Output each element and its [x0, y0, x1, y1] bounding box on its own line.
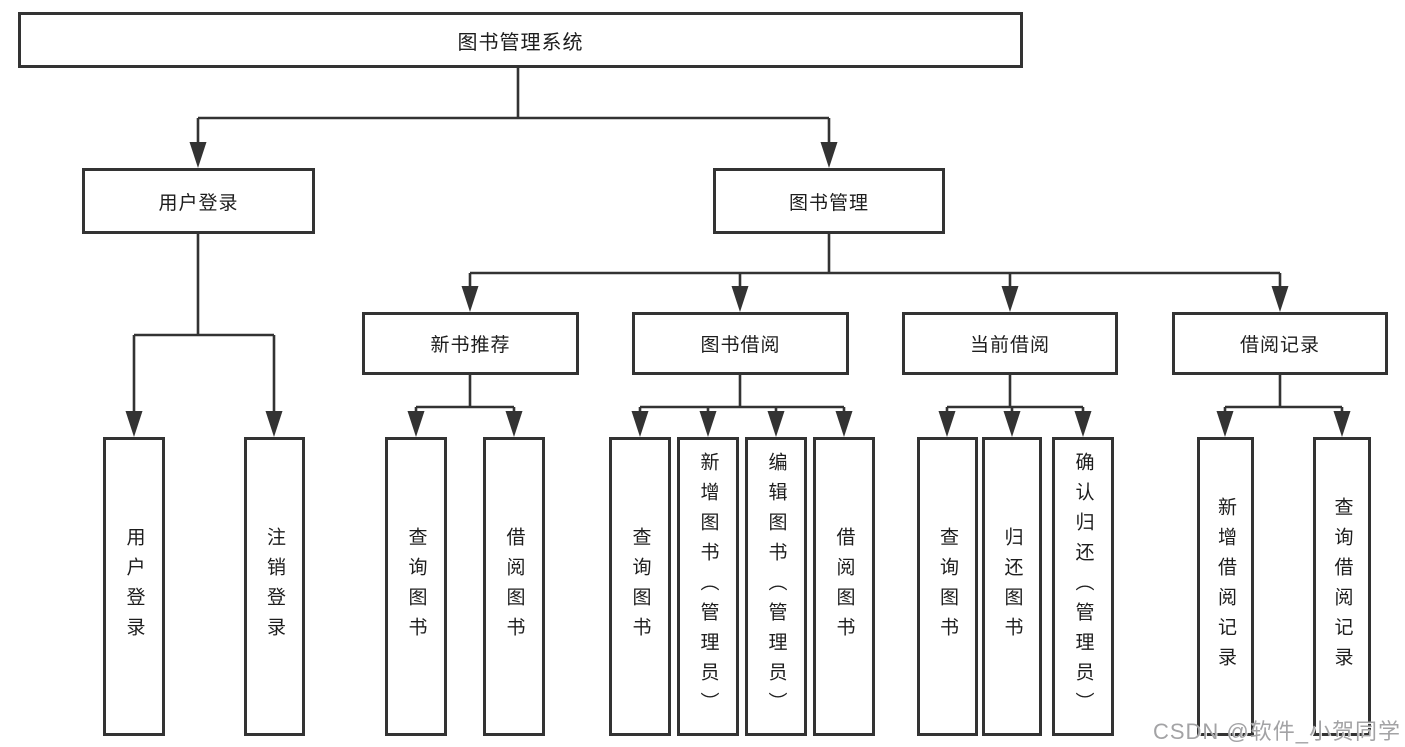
node-book-management: 图书管理: [713, 168, 945, 234]
leaf-return-book: 归还图书: [982, 437, 1042, 736]
leaf-add-borrow-record: 新增借阅记录: [1197, 437, 1254, 736]
leaf-add-borrow-record-label: 新增借阅记录: [1215, 496, 1236, 677]
leaf-borrow-books: 借阅图书: [813, 437, 875, 736]
leaf-borrow-books-recommend: 借阅图书: [483, 437, 545, 736]
node-user-login-label: 用户登录: [158, 192, 239, 214]
node-borrow-records-label: 借阅记录: [1239, 335, 1320, 356]
leaf-query-books-current: 查询图书: [917, 437, 978, 736]
node-book-borrow-label: 图书借阅: [700, 335, 781, 356]
leaf-query-books-recommend: 查询图书: [385, 437, 447, 736]
node-new-book-recommend: 新书推荐: [362, 312, 579, 375]
leaf-query-books-recommend-label: 查询图书: [405, 526, 427, 647]
leaf-confirm-return-admin: 确认归还（管理员）: [1052, 437, 1114, 736]
leaf-edit-book-admin-label: 编辑图书（管理员）: [765, 451, 787, 722]
node-new-book-recommend-label: 新书推荐: [430, 335, 511, 356]
leaf-query-books-current-label: 查询图书: [937, 526, 958, 647]
node-book-borrow: 图书借阅: [632, 312, 849, 375]
node-current-borrow-label: 当前借阅: [969, 335, 1050, 356]
leaf-user-login: 用户登录: [103, 437, 165, 736]
leaf-logout: 注销登录: [244, 437, 305, 736]
leaf-confirm-return-admin-label: 确认归还（管理员）: [1072, 451, 1094, 722]
node-user-login: 用户登录: [82, 168, 315, 234]
node-root-label: 图书管理系统: [457, 31, 584, 54]
leaf-borrow-books-recommend-label: 借阅图书: [503, 526, 525, 647]
arrowheads: [125, 142, 1351, 437]
leaf-user-login-label: 用户登录: [123, 526, 145, 647]
leaf-add-book-admin-label: 新增图书（管理员）: [697, 451, 719, 722]
node-book-management-label: 图书管理: [788, 192, 869, 214]
leaf-query-borrow-record: 查询借阅记录: [1313, 437, 1371, 736]
node-borrow-records: 借阅记录: [1172, 312, 1388, 375]
leaf-return-book-label: 归还图书: [1001, 526, 1023, 647]
leaf-logout-label: 注销登录: [264, 526, 285, 647]
leaf-edit-book-admin: 编辑图书（管理员）: [745, 437, 807, 736]
leaf-query-books-borrow: 查询图书: [609, 437, 671, 736]
watermark: CSDN @软件_小贺同学: [1152, 719, 1401, 744]
leaf-borrow-books-label: 借阅图书: [833, 526, 855, 647]
node-current-borrow: 当前借阅: [902, 312, 1118, 375]
leaf-query-books-borrow-label: 查询图书: [629, 526, 651, 647]
node-root: 图书管理系统: [18, 12, 1023, 68]
leaf-add-book-admin: 新增图书（管理员）: [677, 437, 739, 736]
leaf-query-borrow-record-label: 查询借阅记录: [1331, 496, 1353, 677]
